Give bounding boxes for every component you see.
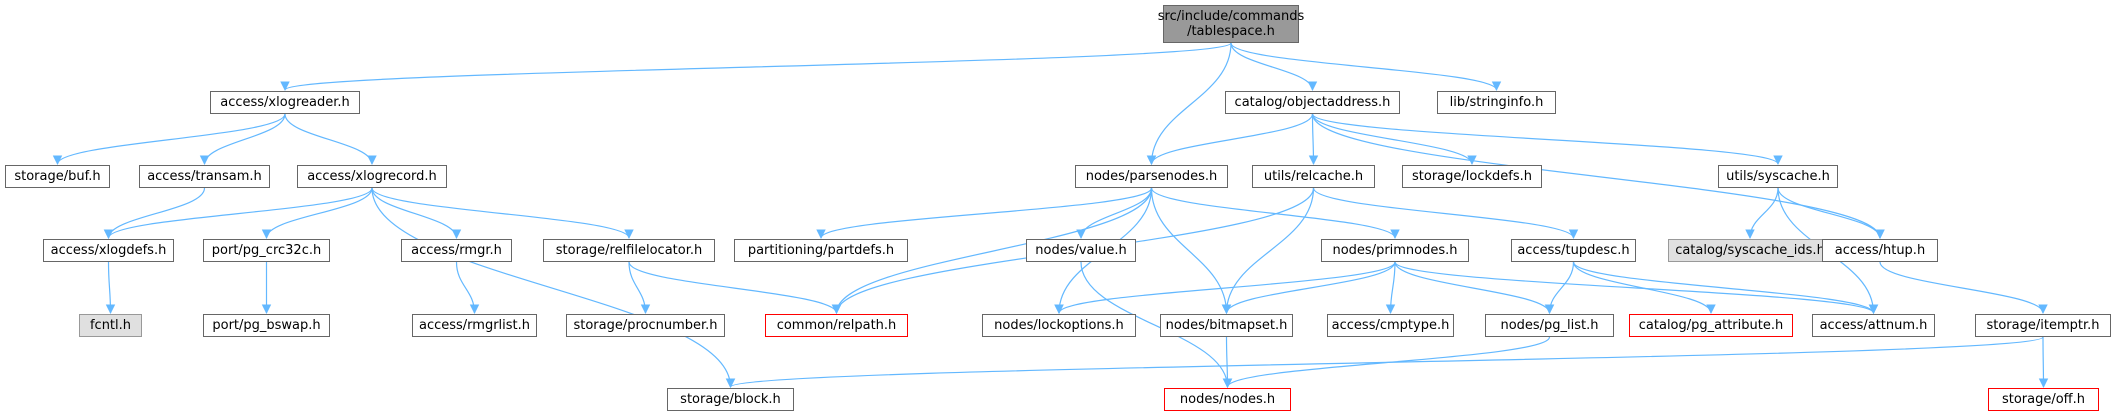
node-procnumber-h[interactable]: storage/procnumber.h	[566, 314, 725, 337]
edge-primnodes-to-bitmapset	[1221, 261, 1396, 314]
node-nodes-h[interactable]: nodes/nodes.h	[1164, 388, 1291, 411]
edge-pg_list-to-nodes	[1222, 336, 1551, 388]
node-rmgrlist-h[interactable]: access/rmgrlist.h	[412, 314, 537, 337]
node-partdefs-h[interactable]: partitioning/partdefs.h	[734, 239, 908, 262]
node-bitmapset-h[interactable]: nodes/bitmapset.h	[1160, 314, 1293, 337]
node-xlogrecord-h[interactable]: access/xlogrecord.h	[297, 165, 447, 188]
node-objectaddress-h[interactable]: catalog/objectaddress.h	[1225, 91, 1400, 114]
edge-tupdesc-to-attnum	[1572, 261, 1879, 314]
edge-relcache-to-bitmapset	[1221, 187, 1315, 314]
edge-parsenodes-to-primnodes	[1150, 187, 1400, 239]
edge-primnodes-to-attnum	[1394, 261, 1879, 314]
edge-itemptr-to-off	[2038, 336, 2049, 388]
edge-tablespace-to-objectaddress	[1230, 42, 1318, 91]
node-relpath-h[interactable]: common/relpath.h	[765, 314, 908, 337]
node-pg-attribute-h[interactable]: catalog/pg_attribute.h	[1629, 314, 1793, 337]
edge-relfilelocator-to-relpath	[628, 261, 842, 314]
node-primnodes-h[interactable]: nodes/primnodes.h	[1321, 239, 1469, 262]
node-attnum-h[interactable]: access/attnum.h	[1812, 314, 1935, 337]
node-rmgr-h[interactable]: access/rmgr.h	[401, 239, 512, 262]
edge-primnodes-to-lockoptions	[1054, 261, 1396, 314]
edge-syscache-to-syscache_ids	[1745, 187, 1779, 239]
edge-value-to-nodes	[1080, 261, 1233, 388]
node-xlogdefs-h[interactable]: access/xlogdefs.h	[43, 239, 174, 262]
edge-objectaddress-to-relcache	[1308, 113, 1319, 165]
node-lockdefs-h[interactable]: storage/lockdefs.h	[1402, 165, 1542, 188]
edge-tupdesc-to-pg_list	[1544, 261, 1575, 314]
edge-primnodes-to-cmptype	[1385, 261, 1396, 314]
node-pg-list-h[interactable]: nodes/pg_list.h	[1485, 314, 1614, 337]
edge-relcache-to-tupdesc	[1312, 187, 1579, 239]
node-relfilelocator-h[interactable]: storage/relfilelocator.h	[543, 239, 715, 262]
edge-xlogreader-to-buf	[52, 113, 286, 165]
edge-xlogrecord-to-rmgr	[371, 187, 462, 239]
node-cmptype-h[interactable]: access/cmptype.h	[1327, 314, 1454, 337]
node-syscache-ids-h: catalog/syscache_ids.h	[1668, 239, 1832, 262]
node-value-h[interactable]: nodes/value.h	[1026, 239, 1136, 262]
edge-relfilelocator-to-procnumber	[628, 261, 651, 314]
node-pg-bswap-h[interactable]: port/pg_bswap.h	[203, 314, 330, 337]
node-parsenodes-h[interactable]: nodes/parsenodes.h	[1075, 165, 1228, 188]
node-syscache-h[interactable]: utils/syscache.h	[1718, 165, 1838, 188]
edge-objectaddress-to-lockdefs	[1311, 113, 1477, 165]
edge-xlogrecord-to-relfilelocator	[371, 187, 634, 239]
edge-rmgr-to-rmgrlist	[455, 261, 480, 314]
edge-parsenodes-to-relpath	[831, 187, 1153, 314]
edge-syscache-to-htup	[1777, 187, 1885, 239]
edge-xlogdefs-to-fcntl	[105, 261, 116, 314]
node-pg-crc32c-h[interactable]: port/pg_crc32c.h	[203, 239, 330, 262]
node-tablespace-h[interactable]: src/include/commands /tablespace.h	[1158, 5, 1304, 43]
edge-tablespace-to-xlogreader	[280, 42, 1232, 91]
node-stringinfo-h[interactable]: lib/stringinfo.h	[1437, 91, 1556, 114]
edge-primnodes-to-pg_list	[1394, 261, 1555, 314]
node-tupdesc-h[interactable]: access/tupdesc.h	[1511, 239, 1636, 262]
node-xlogreader-h[interactable]: access/xlogreader.h	[210, 91, 360, 114]
node-block-h[interactable]: storage/block.h	[667, 388, 794, 411]
node-off-h[interactable]: storage/off.h	[1988, 388, 2099, 411]
node-transam-h[interactable]: access/transam.h	[139, 165, 270, 188]
edge-parsenodes-to-partdefs	[816, 187, 1153, 239]
edge-parsenodes-to-value	[1076, 187, 1153, 239]
edge-tupdesc-to-pg_attribute	[1572, 261, 1716, 314]
edge-objectaddress-to-parsenodes	[1146, 113, 1314, 165]
edge-objectaddress-to-htup	[1311, 113, 1885, 239]
edge-xlogrecord-to-block	[371, 187, 736, 388]
edge-xlogrecord-to-crc32c	[261, 187, 373, 239]
node-relcache-h[interactable]: utils/relcache.h	[1252, 165, 1375, 188]
edge-xlogreader-to-transam	[199, 113, 286, 165]
edge-htup-to-itemptr	[1879, 261, 2048, 314]
edge-parsenodes-to-bitmapset	[1150, 187, 1232, 314]
edge-transam-to-xlogdefs	[103, 187, 206, 239]
node-buf-h[interactable]: storage/buf.h	[5, 165, 110, 188]
node-lockoptions-h[interactable]: nodes/lockoptions.h	[982, 314, 1136, 337]
node-fcntl-h: fcntl.h	[79, 314, 142, 337]
edge-objectaddress-to-syscache	[1311, 113, 1783, 165]
node-htup-h[interactable]: access/htup.h	[1822, 239, 1938, 262]
edge-xlogreader-to-xlogrecord	[284, 113, 377, 165]
edge-tablespace-to-stringinfo	[1230, 42, 1502, 91]
edge-xlogrecord-to-xlogdefs	[103, 187, 373, 239]
edge-tablespace-to-parsenodes	[1146, 42, 1232, 165]
node-itemptr-h[interactable]: storage/itemptr.h	[1975, 314, 2111, 337]
